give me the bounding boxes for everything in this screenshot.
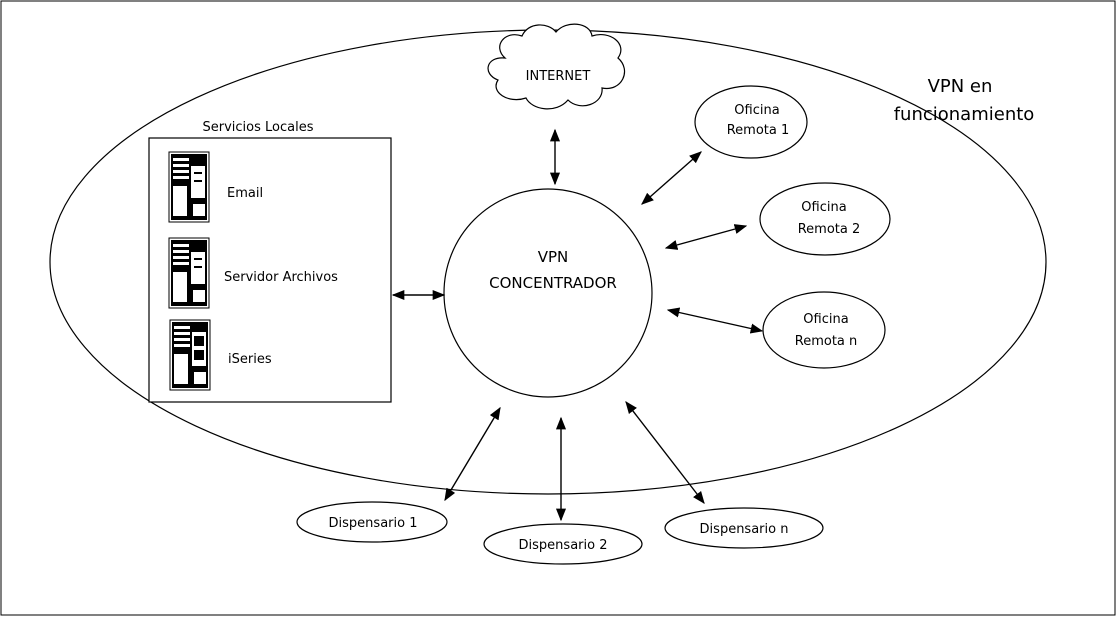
remote-office-n-line2: Remota n: [795, 334, 858, 349]
service-label-iseries: iSeries: [228, 352, 272, 367]
remote-office-1: Oficina Remota 1: [694, 85, 808, 159]
dispensary-n-label: Dispensario n: [700, 522, 789, 537]
dispensary-n: Dispensario n: [664, 507, 824, 549]
remote-office-2: Oficina Remota 2: [759, 182, 891, 256]
server-icon: [168, 237, 210, 309]
dispensary-1-label: Dispensario 1: [329, 516, 418, 531]
remote-office-2-line1: Oficina: [801, 200, 846, 215]
arrow-concentrator-office-n: [666, 307, 764, 334]
service-label-email: Email: [227, 186, 263, 201]
local-services-box: Servicios Locales Email: [148, 120, 392, 403]
arrow-concentrator-office-1: [641, 151, 702, 205]
dispensary-1: Dispensario 1: [296, 501, 448, 543]
concentrator-label-line2: CONCENTRADOR: [489, 274, 617, 292]
vpn-concentrator-circle: [443, 188, 653, 398]
remote-office-1-line1: Oficina: [734, 103, 779, 118]
vpn-label-line2: funcionamiento: [894, 104, 1035, 125]
dispensary-2: Dispensario 2: [483, 523, 643, 565]
remote-office-n: Oficina Remota n: [762, 291, 886, 369]
dispensary-2-label: Dispensario 2: [519, 538, 608, 553]
remote-office-1-line2: Remota 1: [727, 123, 790, 138]
arrow-concentrator-dispensary-n: [625, 401, 705, 504]
arrow-concentrator-dispensary-1: [444, 406, 501, 502]
internet-label: INTERNET: [526, 69, 591, 84]
remote-office-2-line2: Remota 2: [798, 222, 861, 237]
server-icon: [169, 319, 211, 391]
vpn-label-line1: VPN en: [928, 76, 993, 97]
internet-cloud: INTERNET: [487, 23, 625, 110]
service-label-file-server: Servidor Archivos: [224, 270, 338, 285]
server-icon: [168, 151, 210, 223]
arrow-concentrator-office-2: [664, 224, 748, 250]
local-services-title: Servicios Locales: [203, 120, 314, 135]
concentrator-label-line1: VPN: [538, 248, 569, 266]
remote-office-n-line1: Oficina: [803, 312, 848, 327]
